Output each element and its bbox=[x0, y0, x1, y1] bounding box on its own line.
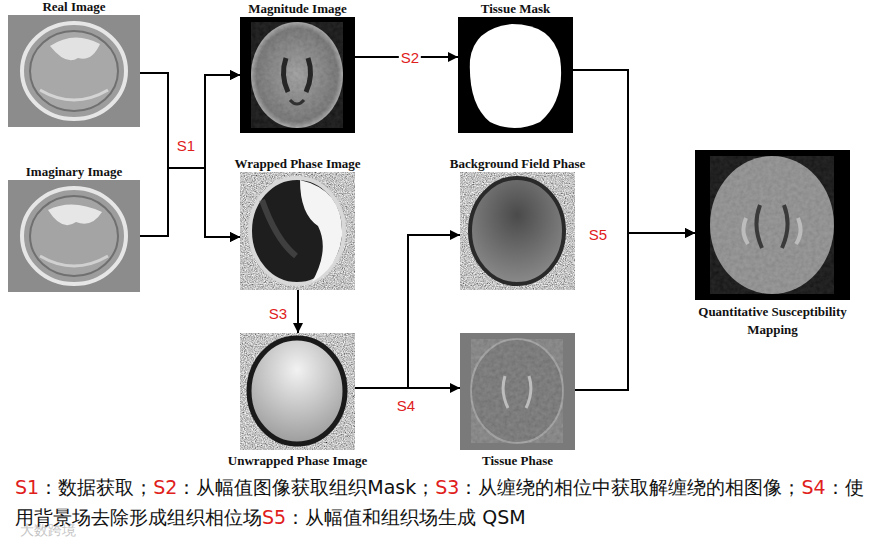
image-panel: Background Field Phase bbox=[460, 172, 575, 290]
panel-title: Background Field Phase bbox=[450, 156, 586, 171]
flow-arrow bbox=[575, 233, 695, 390]
step-number: S5 bbox=[262, 506, 286, 528]
step-label: S1 bbox=[175, 137, 197, 154]
image-panel: Real Image bbox=[8, 15, 140, 127]
step-label: S3 bbox=[267, 305, 289, 322]
image-panel: Magnitude Image bbox=[240, 17, 355, 133]
step-description: ：从幅值和组织场生成 QSM bbox=[286, 506, 525, 528]
image-panel: Tissue Mask bbox=[458, 17, 573, 133]
flow-arrow bbox=[140, 168, 240, 237]
image-panel: Tissue Phase bbox=[460, 333, 575, 450]
step-number: S3 bbox=[435, 476, 459, 498]
background-field-phase bbox=[460, 172, 575, 290]
panel-title: Imaginary Image bbox=[26, 164, 122, 179]
tissue-mask bbox=[458, 17, 573, 133]
flow-arrow bbox=[140, 73, 240, 168]
step-number: S4 bbox=[801, 476, 825, 498]
tissue-phase bbox=[460, 333, 575, 450]
panel-title: Quantitative Susceptibility Mapping bbox=[690, 303, 855, 339]
unwrapped-phase-image bbox=[240, 333, 355, 450]
step-description: ：从幅值图像获取组织Mask； bbox=[177, 476, 435, 498]
step-description: ：从缠绕的相位中获取解缠绕的相图像； bbox=[459, 476, 801, 498]
real-image bbox=[8, 15, 140, 127]
image-panel: Imaginary Image bbox=[8, 180, 140, 292]
magnitude-image bbox=[240, 17, 355, 133]
panel-title: Real Image bbox=[42, 0, 105, 14]
image-panel: Wrapped Phase Image bbox=[240, 172, 355, 290]
panel-title: Magnitude Image bbox=[248, 1, 347, 16]
flow-arrow bbox=[355, 387, 460, 389]
step-label: S5 bbox=[587, 226, 609, 243]
flow-arrow bbox=[297, 290, 299, 333]
step-label: S2 bbox=[399, 49, 421, 66]
image-panel: Quantitative Susceptibility Mapping bbox=[695, 150, 850, 300]
flow-arrow bbox=[573, 70, 695, 233]
panel-title: Tissue Mask bbox=[481, 1, 550, 16]
imaginary-image bbox=[8, 180, 140, 292]
step-number: S1 bbox=[15, 476, 39, 498]
flow-arrow bbox=[140, 75, 240, 236]
flow-arrow bbox=[140, 73, 240, 237]
step-label: S4 bbox=[395, 397, 417, 414]
step-number: S2 bbox=[153, 476, 177, 498]
flow-arrow bbox=[355, 235, 460, 388]
wrapped-phase-image bbox=[240, 172, 355, 290]
panel-title: Wrapped Phase Image bbox=[234, 156, 360, 171]
panel-title: Tissue Phase bbox=[482, 453, 553, 468]
qsm-image bbox=[695, 150, 850, 300]
image-panel: Unwrapped Phase Image bbox=[240, 333, 355, 450]
step-description: ：数据获取； bbox=[39, 476, 153, 498]
caption-note: S1：数据获取；S2：从幅值图像获取组织Mask；S3：从缠绕的相位中获取解缠绕… bbox=[15, 472, 881, 532]
panel-title: Unwrapped Phase Image bbox=[228, 453, 367, 468]
